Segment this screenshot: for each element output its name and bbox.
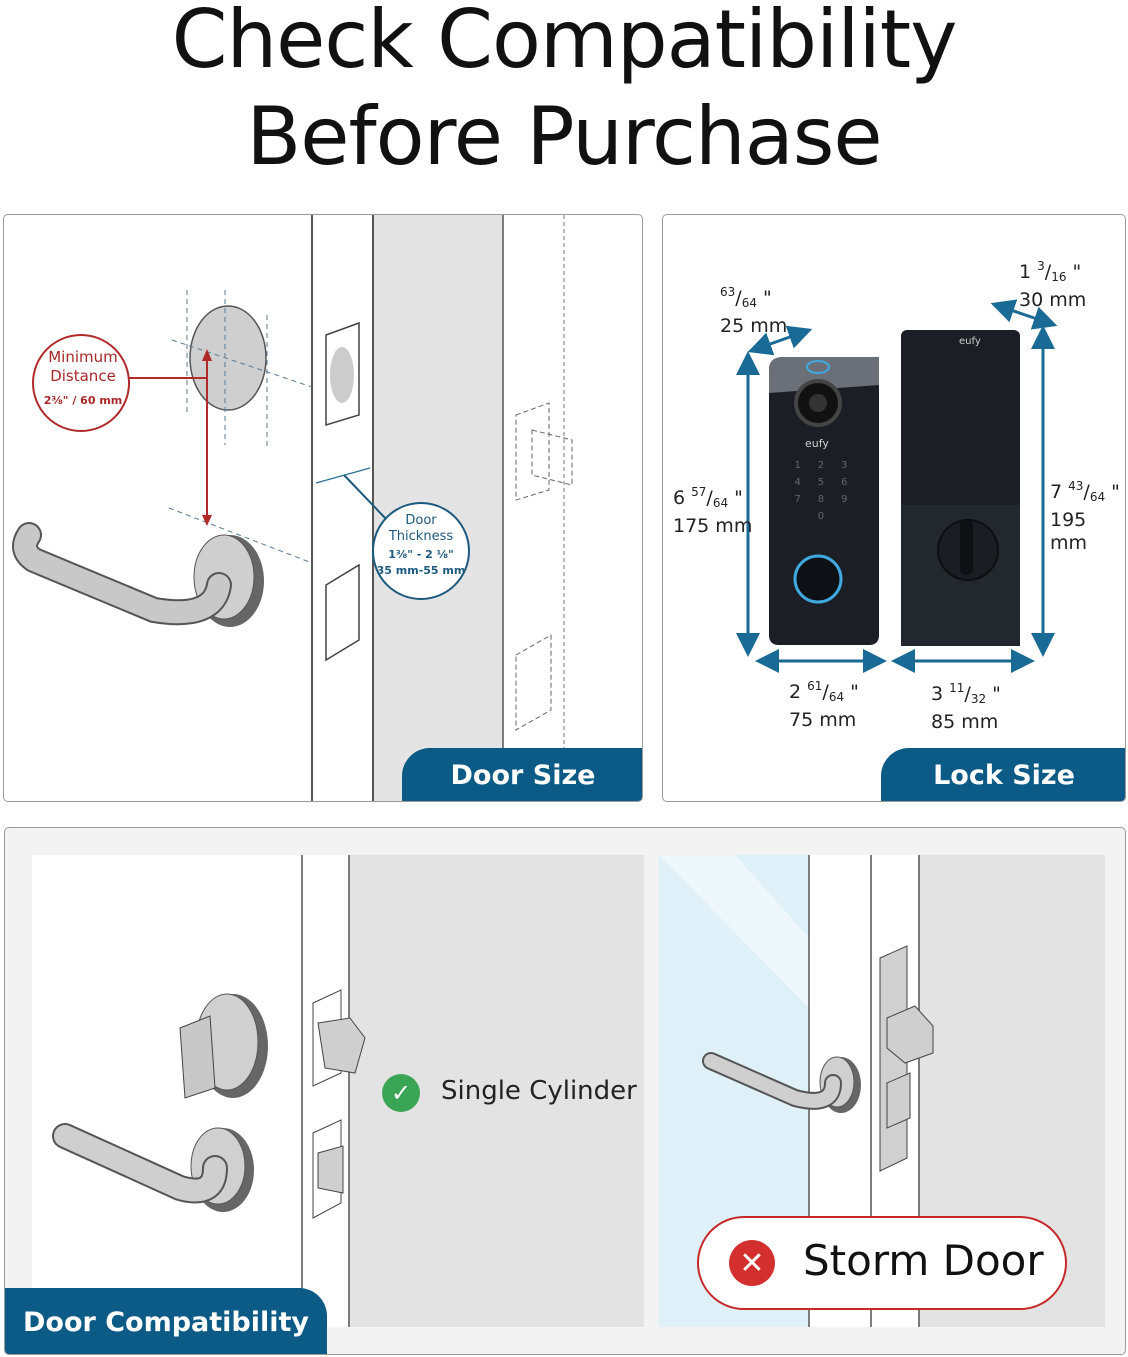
den: 64 <box>712 496 729 510</box>
whole: 7 <box>1050 481 1063 503</box>
num: 61 <box>807 679 823 693</box>
den: 64 <box>828 690 845 704</box>
door-size-panel: Minimum Distance 2⅜" / 60 mm Door Thickn… <box>3 214 643 802</box>
door-size-tab: Door Size <box>402 748 642 801</box>
key: 6 <box>841 477 848 488</box>
den: 32 <box>970 692 987 706</box>
door-thickness-line1: Door <box>405 513 437 528</box>
key: 3 <box>841 460 848 471</box>
single-cylinder-label: Single Cylinder <box>441 1076 637 1106</box>
mm: 30 mm <box>1019 289 1087 311</box>
den: 64 <box>1089 490 1106 504</box>
mm: 175 mm <box>673 515 753 537</box>
num: 57 <box>691 485 707 499</box>
title-line-1: Check Compatibility <box>171 0 958 86</box>
door-thickness-metric: 35 mm-55 mm <box>376 564 466 577</box>
back-height-dim: 7 43/64 "195 mm <box>1050 479 1120 554</box>
door-thickness-imperial: 1⅜" - 2 ⅛" <box>388 548 454 561</box>
whole: 6 <box>673 487 686 509</box>
lock-size-tab: Lock Size <box>881 748 1125 801</box>
key: 2 <box>817 460 825 471</box>
door-size-illustration <box>12 215 573 801</box>
min-distance-line1: Minimum <box>48 348 118 366</box>
door-thickness-line2: Thickness <box>388 529 454 544</box>
key: 0 <box>817 511 825 522</box>
check-icon: ✓ <box>382 1074 420 1112</box>
back-width-dim: 3 11/32 "85 mm <box>931 681 1001 733</box>
num: 3 <box>1037 259 1045 273</box>
front-height-dim: 6 57/64 "175 mm <box>673 485 753 537</box>
den: 64 <box>741 296 757 310</box>
front-width-dim: 2 61/64 "75 mm <box>789 679 859 731</box>
den: 16 <box>1051 270 1067 284</box>
mm: 75 mm <box>789 709 857 731</box>
min-distance-label: Minimum Distance 2⅜" / 60 mm <box>33 348 133 410</box>
key: 5 <box>817 477 825 488</box>
storm-door-label: Storm Door <box>803 1236 1044 1285</box>
key: 4 <box>794 477 801 488</box>
key: 8 <box>817 494 825 505</box>
num: 63 <box>720 285 736 299</box>
mm: 195 mm <box>1050 509 1088 554</box>
lock-illustration <box>736 299 1058 673</box>
back-depth-dim: 1 3/16 "30 mm <box>1019 259 1087 311</box>
door-compat-panel: ✓ Single Cylinder ✕ Storm Door Door Comp… <box>4 827 1126 1355</box>
lock-size-panel: eufy eufy 1 2 3 4 5 6 7 8 9 0 63/64 "25 mm 6 5… <box>662 214 1126 802</box>
front-depth-dim: 63/64 "25 mm <box>720 285 788 337</box>
x-icon: ✕ <box>729 1240 775 1286</box>
whole: 1 <box>1019 261 1032 283</box>
num: 11 <box>949 681 965 695</box>
key: 9 <box>841 494 848 505</box>
door-compat-tab: Door Compatibility <box>5 1288 327 1354</box>
whole: 2 <box>789 681 802 703</box>
mm: 25 mm <box>720 315 788 337</box>
back-brand-logo: eufy <box>959 336 981 347</box>
title-line-2: Before Purchase <box>246 90 882 183</box>
front-brand-logo: eufy <box>805 437 829 450</box>
mm: 85 mm <box>931 711 999 733</box>
min-distance-value: 2⅜" / 60 mm <box>43 394 123 407</box>
min-distance-line2: Distance <box>50 367 116 385</box>
storm-door-badge: ✕ Storm Door <box>697 1216 1067 1310</box>
key: 7 <box>794 494 801 505</box>
num: 43 <box>1068 479 1084 493</box>
key: 1 <box>794 460 801 471</box>
keypad: 1 2 3 4 5 6 7 8 9 0 <box>786 460 856 522</box>
door-thickness-label: Door Thickness 1⅜" - 2 ⅛" 35 mm-55 mm <box>371 513 471 579</box>
whole: 3 <box>931 683 944 705</box>
